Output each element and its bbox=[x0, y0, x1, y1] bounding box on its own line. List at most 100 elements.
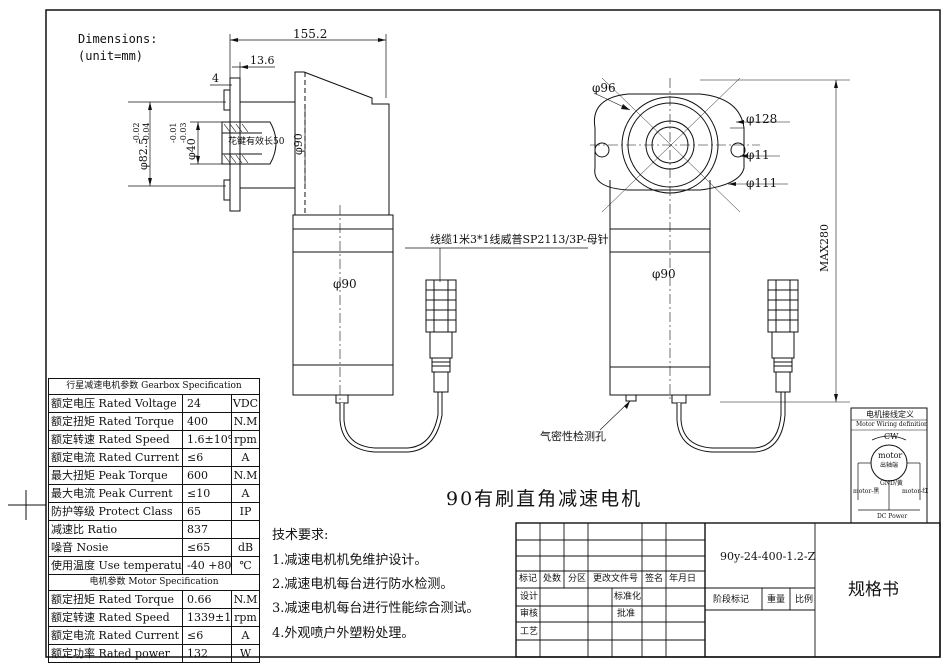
wiring-right: motor-红 bbox=[902, 488, 929, 495]
vent-hole-label: 气密性检测孔 bbox=[540, 430, 606, 443]
dim-front-11: φ11 bbox=[746, 148, 770, 162]
spec-name: 额定电流 Rated Current bbox=[49, 627, 183, 644]
spec-unit bbox=[232, 521, 259, 538]
dim-flange-tol-upper: -0.02 bbox=[132, 122, 141, 143]
tb-date: 年月日 bbox=[669, 574, 697, 584]
part-number: 90y-24-400-1.2-Z bbox=[720, 550, 816, 563]
spec-row: 噪音 Nosie≤65 dB bbox=[49, 539, 259, 557]
key-length-label: 花键有效长50 bbox=[228, 137, 285, 147]
tb-zone: 分区 bbox=[568, 574, 587, 584]
tech-heading: 技术要求: bbox=[272, 528, 329, 543]
front-view bbox=[590, 77, 850, 453]
drawing-title: 90有刷直角减速电机 bbox=[446, 488, 643, 510]
dim-gearbox-dia: φ90 bbox=[292, 133, 305, 155]
wiring-title: 电机接线定义 bbox=[866, 410, 914, 419]
front-flange bbox=[593, 93, 745, 191]
dim-overall-length: 155.2 bbox=[293, 27, 328, 41]
dim-shaft-step: 4 bbox=[212, 72, 219, 85]
dim-front-128: φ128 bbox=[746, 112, 778, 126]
cable-label: 线缆1米3*1线威普SP2113/3P-母针 bbox=[430, 233, 609, 246]
tb-review: 审核 bbox=[520, 609, 539, 619]
spec-unit: A bbox=[241, 629, 250, 642]
dim-front-111: φ111 bbox=[746, 176, 778, 190]
spec-unit: W bbox=[239, 647, 252, 660]
spec-unit: A bbox=[241, 451, 250, 464]
spec-name: 额定转速 Rated Speed bbox=[49, 609, 183, 626]
spec-value: 132 bbox=[183, 645, 232, 662]
spec-unit: rpm bbox=[234, 433, 257, 446]
title-block-grid bbox=[515, 522, 941, 658]
spec-value: 65 bbox=[183, 503, 232, 520]
tb-process: 工艺 bbox=[520, 627, 539, 637]
dim-front-96: φ96 bbox=[592, 81, 616, 95]
spec-value: 1.6±10% bbox=[183, 431, 232, 448]
motor-body-side bbox=[292, 214, 394, 396]
spec-table: 行星减速电机参数 Gearbox Specification 额定电压 Rate… bbox=[48, 378, 260, 663]
tech-item: 1.减速电机机免维护设计。 bbox=[272, 553, 428, 568]
drawing-border bbox=[45, 9, 941, 658]
spec-value: ≤10 bbox=[183, 485, 232, 502]
dim-flange-thickness: 13.6 bbox=[250, 54, 275, 67]
tb-sign: 签名 bbox=[645, 574, 664, 584]
spec-unit: VDC bbox=[232, 397, 259, 410]
spec-value: ≤65 bbox=[183, 539, 232, 556]
connector-side bbox=[425, 279, 457, 333]
spec-unit: A bbox=[241, 487, 250, 500]
motor-spec-header: 电机参数 Motor Specification bbox=[49, 574, 259, 591]
wiring-motor-sub: 出轴端 bbox=[880, 462, 899, 469]
spec-value: 837 bbox=[183, 521, 232, 538]
dim-front-motor-dia: φ90 bbox=[652, 267, 676, 281]
spec-unit: N.M bbox=[233, 415, 258, 428]
spec-name: 额定扭矩 Rated Torque bbox=[49, 591, 183, 608]
mount-hole-right bbox=[730, 142, 746, 158]
spec-value: 400 bbox=[183, 413, 232, 430]
dimensions-note-line2: (unit=mm) bbox=[78, 49, 144, 63]
spec-name: 最大扭矩 Peak Torque bbox=[49, 467, 183, 484]
spec-value: 0.66 bbox=[183, 591, 232, 608]
doc-title: 规格书 bbox=[848, 580, 899, 600]
spec-value: 1339±10% bbox=[183, 609, 232, 626]
wiring-gnd: GND/黄 bbox=[880, 480, 903, 487]
spec-unit: N.M bbox=[233, 593, 258, 606]
spec-value: 24 bbox=[183, 395, 232, 412]
dim-motor-dia-side: φ90 bbox=[333, 277, 357, 291]
spec-row: 额定电流 Rated Current≤6 A bbox=[49, 627, 259, 645]
dimensions-note-line1: Dimensions: bbox=[78, 32, 158, 46]
tb-weight: 重量 bbox=[767, 595, 786, 605]
output-shaft bbox=[221, 121, 277, 165]
spec-name: 额定电压 Rated Voltage bbox=[49, 395, 183, 412]
spec-name: 额定扭矩 Rated Torque bbox=[49, 413, 183, 430]
spec-unit: IP bbox=[239, 505, 252, 518]
gearbox-body bbox=[294, 71, 390, 216]
gearbox-spec-header: 行星减速电机参数 Gearbox Specification bbox=[49, 379, 259, 395]
spec-name: 减速比 Ratio bbox=[49, 521, 183, 538]
dim-flange-tol-lower: -0.04 bbox=[142, 122, 151, 143]
tb-standard: 标准化 bbox=[614, 592, 642, 602]
spec-unit: dB bbox=[237, 541, 254, 554]
connector-front bbox=[767, 279, 799, 333]
spec-value: 600 bbox=[183, 467, 232, 484]
spec-name: 使用温度 Use temperature bbox=[51, 557, 183, 574]
wiring-subtitle: Motor Wiring definition bbox=[856, 421, 928, 428]
tb-mark: 标记 bbox=[519, 574, 538, 584]
tb-scale: 比例 bbox=[795, 595, 814, 605]
spec-name: 防护等级 Protect Class bbox=[49, 503, 183, 520]
tb-count: 处数 bbox=[543, 574, 562, 584]
spec-value: -40 +80 bbox=[183, 557, 232, 574]
dim-shaft-tol-lower: -0.03 bbox=[179, 122, 188, 143]
tb-design: 设计 bbox=[520, 592, 539, 602]
tb-stage: 阶段标记 bbox=[713, 595, 750, 605]
spec-value: ≤6 bbox=[183, 627, 232, 644]
motor-body-front bbox=[609, 180, 711, 396]
spec-name: 额定转速 Rated Speed bbox=[49, 431, 183, 448]
spec-name: 噪音 Nosie bbox=[49, 539, 183, 556]
